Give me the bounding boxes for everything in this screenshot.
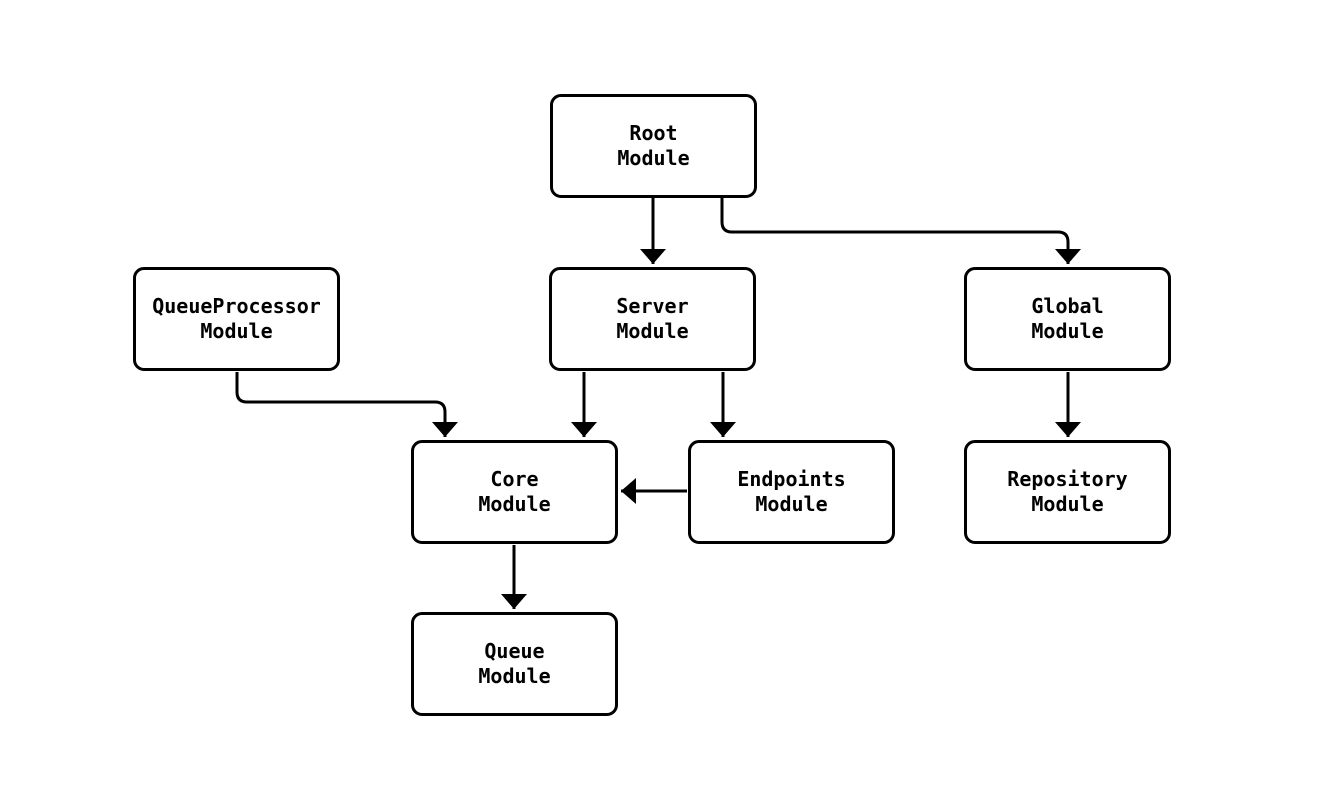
node-queue-module-label: Queue Module [478, 639, 551, 688]
node-repository-module-label: Repository Module [1007, 467, 1128, 516]
node-queueprocessor-module-label: QueueProcessor Module [152, 294, 321, 343]
node-root-module-label: Root Module [617, 121, 690, 170]
node-core-module: Core Module [411, 440, 618, 544]
node-server-module-label: Server Module [616, 294, 689, 343]
node-endpoints-module-label: Endpoints Module [737, 467, 846, 516]
node-core-module-label: Core Module [478, 467, 551, 516]
node-global-module-label: Global Module [1031, 294, 1104, 343]
node-endpoints-module: Endpoints Module [688, 440, 895, 544]
node-repository-module: Repository Module [964, 440, 1171, 544]
node-root-module: Root Module [550, 94, 757, 198]
node-server-module: Server Module [549, 267, 756, 371]
edge-root-to-global [720, 198, 1081, 264]
edge-queueprocessor-to-core [235, 372, 458, 437]
node-queueprocessor-module: QueueProcessor Module [133, 267, 340, 371]
node-global-module: Global Module [964, 267, 1171, 371]
node-queue-module: Queue Module [411, 612, 618, 716]
